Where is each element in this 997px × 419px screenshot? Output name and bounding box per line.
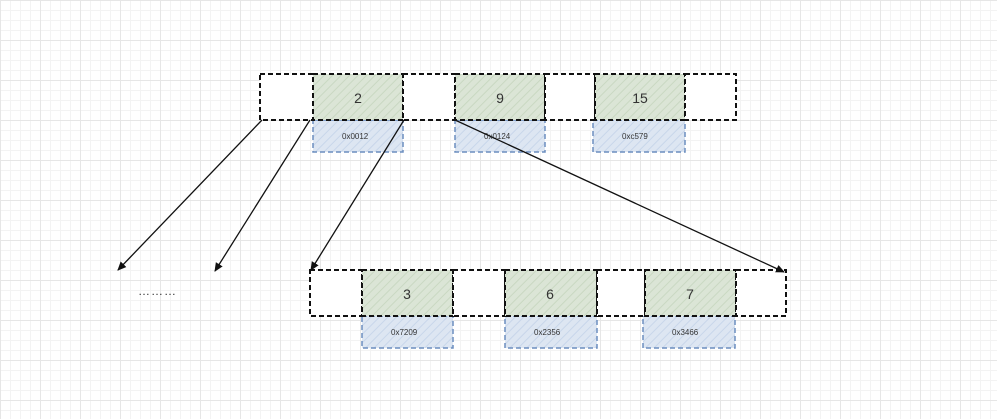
child-node: 0x7209 0x2356 0x3466 3 6 7: [309, 269, 787, 349]
arrow-to-child-node: [310, 119, 405, 271]
child-key-cell: 7: [644, 269, 737, 317]
key-label: 6: [546, 286, 554, 302]
arrow-to-child-0: [117, 119, 263, 271]
pointer-cell: [452, 269, 506, 317]
address-label: 0x0124: [484, 132, 511, 141]
root-key-cell: 15: [594, 73, 686, 121]
child-address-cell: 0x3466: [642, 315, 736, 349]
child-key-cell: 3: [361, 269, 454, 317]
root-node: 0x0012 0x0124 0xc579 2 9 15: [259, 73, 737, 153]
pointer-arrows: [117, 119, 785, 273]
pointer-cell: [596, 269, 646, 317]
key-label: 15: [632, 90, 648, 106]
root-key-cell: 9: [454, 73, 546, 121]
address-label: 0x7209: [391, 328, 418, 337]
pointer-cell: [684, 73, 737, 121]
address-label: 0x0012: [342, 132, 369, 141]
root-address-cell: 0x0012: [312, 119, 404, 153]
root-key-cell: 2: [312, 73, 404, 121]
pointer-cell: [402, 73, 456, 121]
root-address-cell: 0x0124: [454, 119, 546, 153]
key-label: 7: [686, 286, 694, 302]
arrow-to-child-1: [214, 119, 311, 272]
child-key-cell: 6: [504, 269, 598, 317]
address-label: 0x3466: [672, 328, 699, 337]
child-address-cell: 0x2356: [504, 315, 598, 349]
key-label: 9: [496, 90, 504, 106]
address-label: 0xc579: [622, 132, 648, 141]
address-label: 0x2356: [534, 328, 561, 337]
pointer-cell: [309, 269, 363, 317]
pointer-cell: [735, 269, 787, 317]
child-address-cell: 0x7209: [361, 315, 454, 349]
arrow-to-child-last: [454, 119, 785, 273]
pointer-cell: [544, 73, 596, 121]
ellipsis-label: ………: [138, 284, 177, 298]
key-label: 2: [354, 90, 362, 106]
pointer-cell: [259, 73, 314, 121]
key-label: 3: [403, 286, 411, 302]
root-address-cell: 0xc579: [592, 119, 686, 153]
